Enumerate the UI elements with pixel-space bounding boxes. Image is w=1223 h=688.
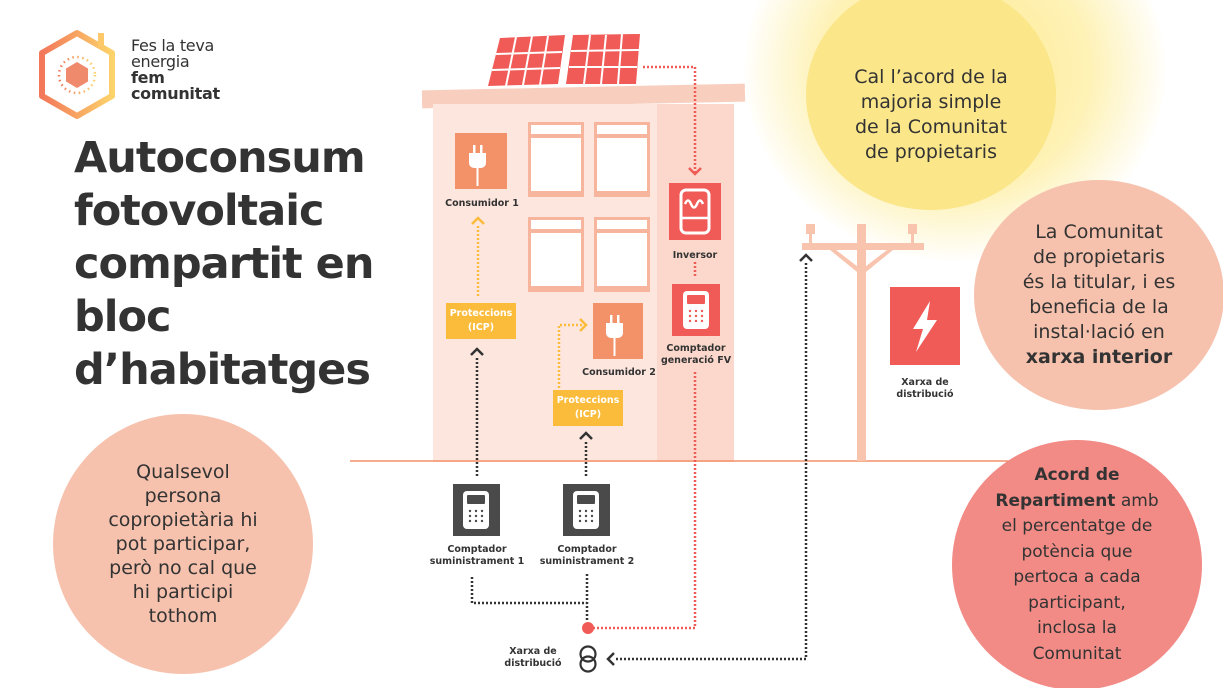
bubble-text-line: La Comunitat <box>1035 221 1163 243</box>
consumer-2-label: Consumidor 2 <box>582 367 656 378</box>
lightning-icon <box>913 301 937 352</box>
arrow-right-icon <box>579 318 588 332</box>
protections-2-box: Proteccions (ICP) <box>553 390 623 426</box>
bubble-text-line: és la titular, i es <box>1022 271 1176 293</box>
title-line: fotovoltaic <box>74 186 324 236</box>
supply-meter-2-label: Comptador suministrament 2 <box>531 544 643 568</box>
bubble-bold-text: Repartiment <box>995 490 1116 511</box>
page-title: Autoconsum fotovoltaic compartit en bloc… <box>74 132 374 397</box>
bubble-text-line: de propietaris <box>1033 246 1165 268</box>
label-line: distribució <box>896 389 954 400</box>
logo-line: comunitat <box>131 84 220 103</box>
logo-line: fem <box>131 68 165 87</box>
label-line: Comptador <box>447 544 507 555</box>
protections-1-box: Proteccions (ICP) <box>446 303 516 339</box>
bubble-text-line: potència que <box>1021 541 1133 562</box>
inverter-icon <box>679 188 711 235</box>
arrow-up-icon <box>471 216 485 225</box>
logo-line: Fes la teva <box>131 36 215 55</box>
arrow-up-icon <box>470 347 484 356</box>
bubble-text: amb <box>1115 490 1159 511</box>
solar-panel-icon <box>488 33 640 87</box>
majority-text-line: de propietaris <box>865 141 997 163</box>
pv-meter-label: Comptador generació FV <box>651 343 741 367</box>
protections-label: Proteccions <box>449 308 513 319</box>
junction-dot <box>582 622 594 634</box>
label-line: suministrament 2 <box>539 556 635 567</box>
consumer-1-label: Consumidor 1 <box>445 198 519 209</box>
label-line: Xarxa de <box>509 646 557 657</box>
bubble-text-line: beneficia de la <box>1029 296 1169 318</box>
participants-bubble: Qualsevol persona copropietària hi pot p… <box>53 414 313 674</box>
window-pane <box>531 220 581 229</box>
arrow-up-icon <box>579 431 593 440</box>
bubble-text-line: el percentatge de <box>1001 516 1153 536</box>
protections-label: (ICP) <box>574 409 602 420</box>
title-line: Autoconsum <box>74 133 366 183</box>
majority-text-line: majoria simple <box>860 91 1002 113</box>
title-line: bloc <box>74 292 172 342</box>
label-line: Xarxa de <box>901 377 949 388</box>
window-pane <box>531 125 581 134</box>
bubble-text-line: però no cal que <box>109 557 257 579</box>
bubble-text-line: copropietària hi <box>108 509 258 531</box>
bubble-bold-text: xarxa interior <box>1025 346 1173 368</box>
window-pane <box>597 125 647 134</box>
bubble-text-line: instal·lació en <box>1033 321 1165 343</box>
logo-line: energia <box>131 52 190 71</box>
majority-text-line: de la Comunitat <box>854 116 1008 138</box>
bubble-bold-text: Acord de <box>1034 465 1120 485</box>
transformer-icon <box>579 645 597 673</box>
inverter-box <box>669 183 721 240</box>
bubble-text-line: pertoca a cada <box>1013 567 1141 587</box>
supply-line <box>470 262 808 661</box>
arrow-up-icon <box>799 253 813 262</box>
utility-pole-icon <box>802 224 924 461</box>
plug-icon <box>469 145 486 186</box>
bubble-text-line: tothom <box>148 605 218 627</box>
window-pane <box>597 220 647 229</box>
bubble-text-line: participant, <box>1028 592 1126 613</box>
logo-text: Fes la teva energia fem comunitat <box>131 38 220 102</box>
label-line: Comptador <box>557 544 617 555</box>
label-line: suministrament 1 <box>429 556 525 567</box>
bubble-text-line: persona <box>144 485 222 507</box>
arrow-left-icon <box>606 652 615 666</box>
grid-right-label: Xarxa de distribució <box>885 377 965 401</box>
logo-icon <box>39 30 115 119</box>
arrow-down-icon <box>688 167 702 176</box>
bubble-text-line: Comunitat <box>1032 643 1122 664</box>
title-line: compartit en <box>74 239 374 289</box>
label-line: distribució <box>504 658 562 669</box>
inverter-label: Inversor <box>672 250 718 261</box>
title-line: d’habitatges <box>74 345 371 395</box>
window-pane <box>597 233 647 286</box>
generation-line <box>592 65 697 630</box>
agreement-bubble: Acord de Repartiment amb el percentatge … <box>952 440 1202 688</box>
grid-bottom-label: Xarxa de distribució <box>495 646 571 670</box>
window-pane <box>531 138 581 191</box>
bubble-text-line: inclosa la <box>1037 618 1117 638</box>
label-line: Comptador <box>666 343 726 354</box>
protections-label: (ICP) <box>467 322 495 333</box>
label-line: generació FV <box>660 355 732 366</box>
window-pane <box>597 138 647 191</box>
consumer-line <box>476 226 582 388</box>
bubble-text-line: pot participar, <box>115 533 251 555</box>
window-pane <box>531 233 581 286</box>
owner-bubble: La Comunitat de propietaris és la titula… <box>974 180 1223 410</box>
roof <box>421 83 746 109</box>
plug-icon <box>606 315 623 356</box>
majority-text-line: Cal l’acord de la <box>854 66 1008 88</box>
majority-bubble: Cal l’acord de la majoria simple de la C… <box>806 0 1056 210</box>
protections-label: Proteccions <box>556 395 620 406</box>
bubble-text-line: Qualsevol <box>136 461 230 483</box>
supply-meter-1-label: Comptador suministrament 1 <box>421 544 533 568</box>
bubble-text-line: hi participi <box>132 581 234 603</box>
